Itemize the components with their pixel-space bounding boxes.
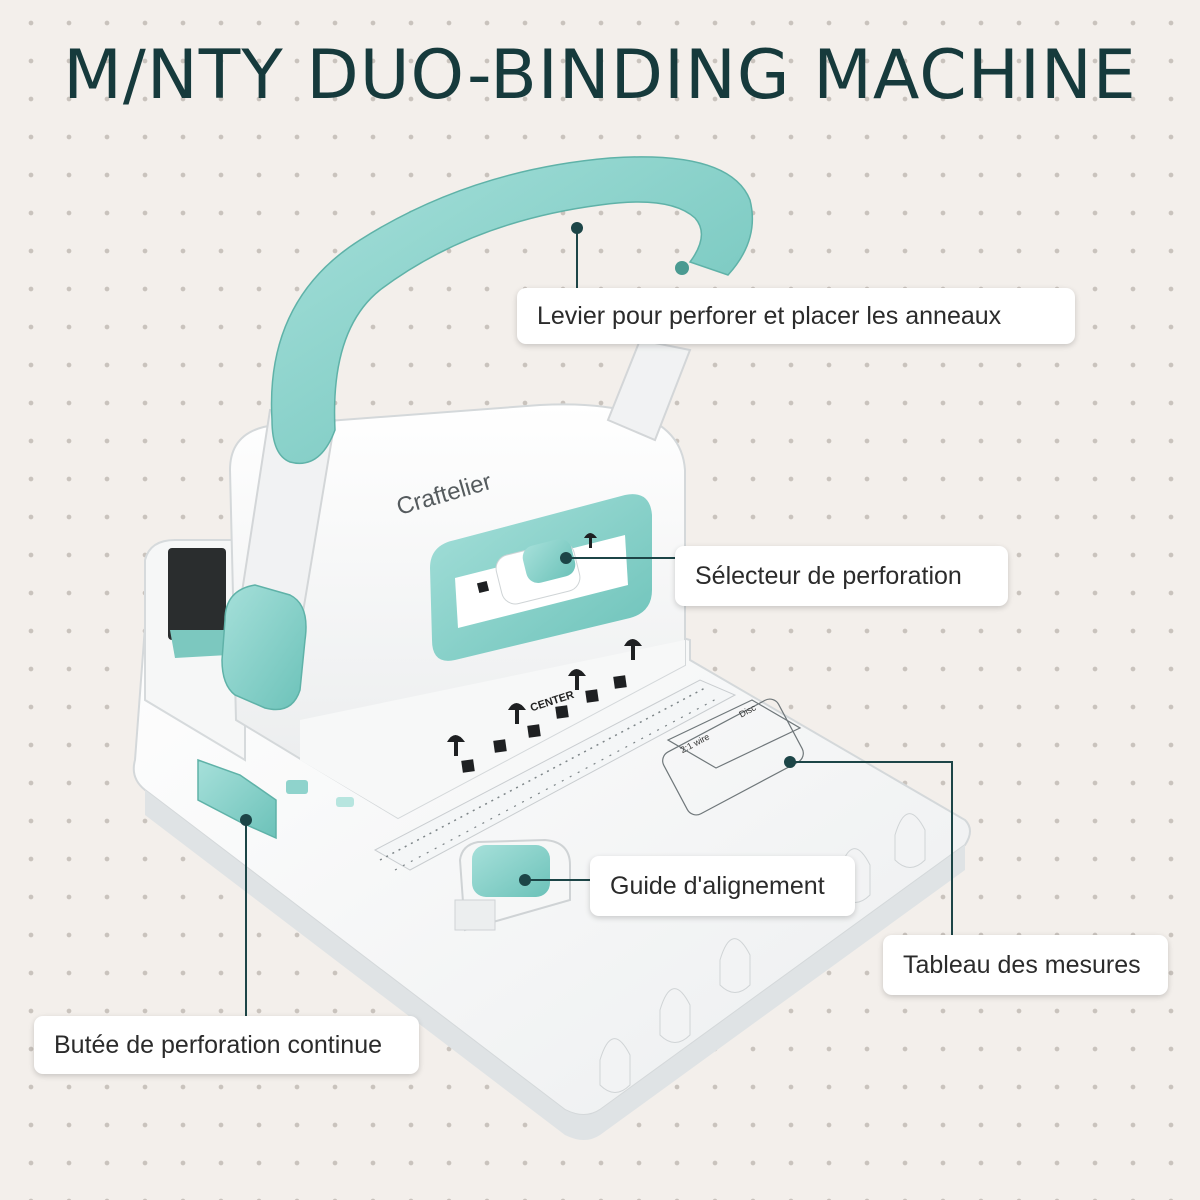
continuous-punch-stop[interactable] [197,758,354,840]
callout-connectors [240,222,953,1016]
callout-punch-stop: Butée de perforation continue [34,1016,419,1074]
alignment-guide[interactable] [454,838,571,932]
callout-measurement-table: Tableau des mesures [883,935,1168,995]
page-title: M/NTY DUO-BINDING MACHINE [63,36,1137,115]
callout-alignment-guide: Guide d'alignement [590,856,855,916]
lever-arms [238,338,692,632]
left-side-block [144,539,246,762]
callout-lever: Levier pour perforer et placer les annea… [517,288,1075,344]
callout-selector: Sélecteur de perforation [675,546,1008,606]
lever-handle[interactable] [221,156,754,711]
